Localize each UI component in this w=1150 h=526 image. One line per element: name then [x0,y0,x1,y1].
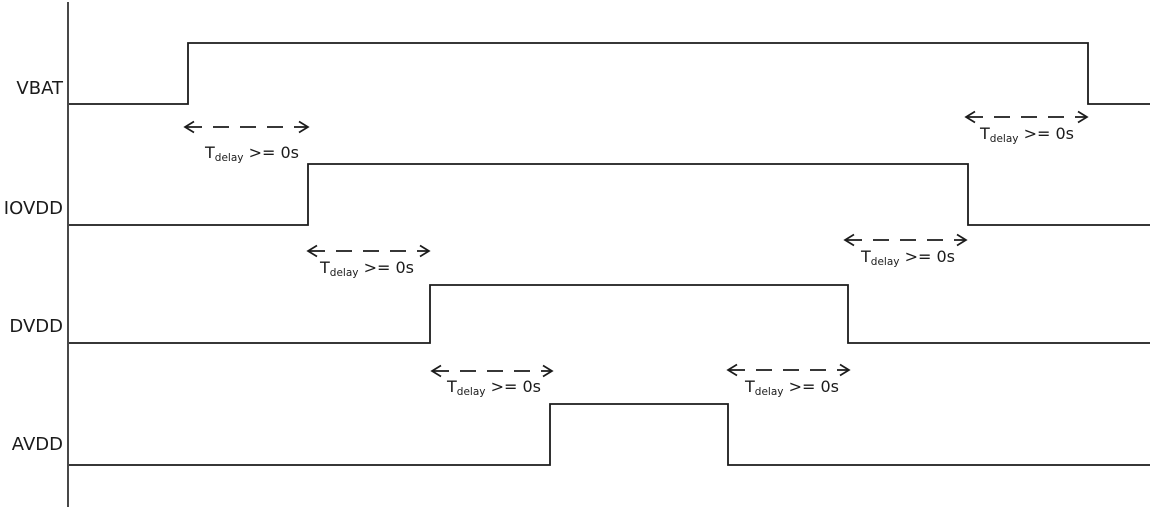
signal-label-avdd: AVDD [11,434,63,455]
delay-label-subscript: delay [329,267,359,279]
delay-label-subscript: delay [870,256,900,268]
signal-label-vbat: VBAT [16,78,63,99]
delay-label-prefix: T [320,258,330,277]
delay-label: Tdelay >= 0s [712,377,872,399]
signal-label-dvdd: DVDD [9,316,63,337]
delay-label-subscript: delay [456,386,486,398]
delay-label-prefix: T [980,124,990,143]
delay-label: Tdelay >= 0s [947,124,1107,146]
delay-label-suffix: >= 0s [485,377,541,396]
delay-label-subscript: delay [214,152,244,164]
delay-label-suffix: >= 0s [783,377,839,396]
delay-label-prefix: T [861,247,871,266]
delay-label-suffix: >= 0s [1018,124,1074,143]
dashed-double-arrow-icon [183,120,310,134]
dashed-double-arrow-icon [726,363,851,377]
signal-label-iovdd: IOVDD [3,198,63,219]
delay-label: Tdelay >= 0s [828,247,988,269]
delay-label-subscript: delay [754,386,784,398]
dashed-double-arrow-icon [843,233,968,247]
dashed-double-arrow-icon [306,244,431,258]
delay-label: Tdelay >= 0s [287,258,447,280]
dashed-double-arrow-icon [430,364,554,378]
delay-label: Tdelay >= 0s [172,143,332,165]
delay-label: Tdelay >= 0s [414,377,574,399]
delay-label-prefix: T [447,377,457,396]
delay-label-prefix: T [205,143,215,162]
delay-label-suffix: >= 0s [243,143,299,162]
delay-label-suffix: >= 0s [358,258,414,277]
delay-label-prefix: T [745,377,755,396]
delay-label-subscript: delay [989,133,1019,145]
dashed-double-arrow-icon [964,110,1089,124]
delay-label-suffix: >= 0s [899,247,955,266]
